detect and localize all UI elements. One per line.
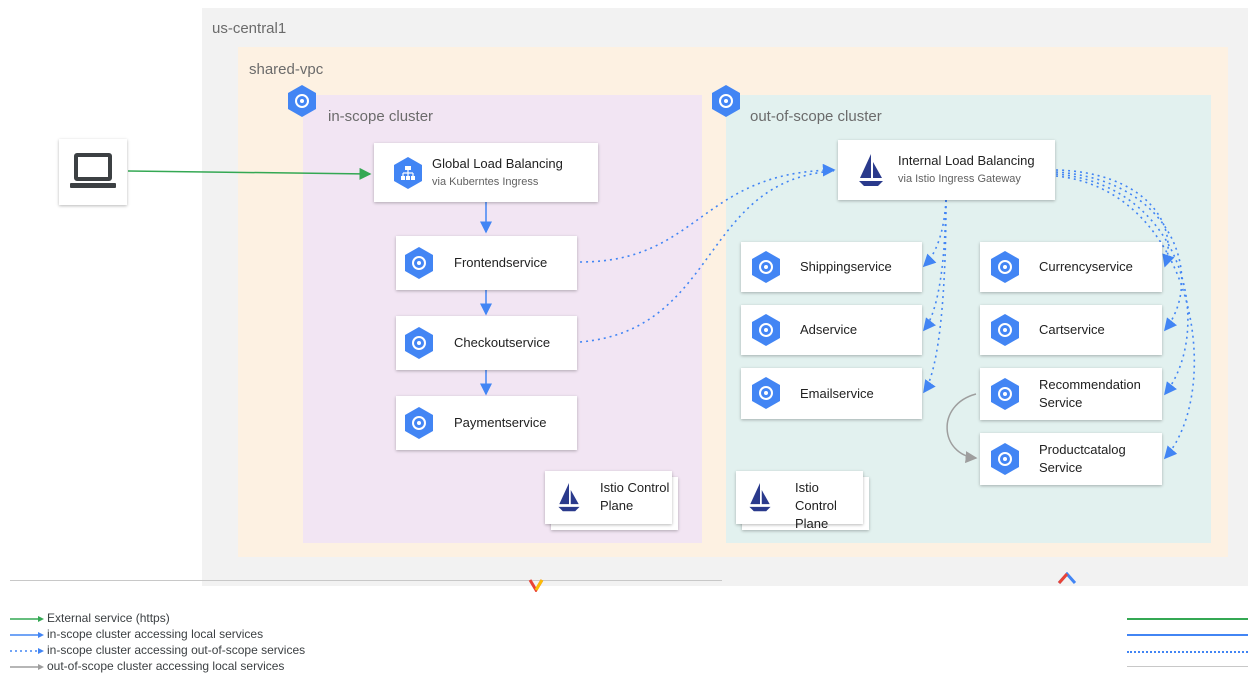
legend-label: External service (https)	[47, 611, 170, 625]
kubernetes-pod-icon	[991, 443, 1019, 475]
node-recommendationservice[interactable]: Recommendation Service	[980, 368, 1162, 420]
node-title: Frontendservice	[454, 255, 548, 270]
node-istio-control-plane-in-scope[interactable]: Istio Control Plane	[545, 471, 672, 524]
kubernetes-pod-icon	[752, 314, 780, 346]
kubernetes-pod-icon	[991, 251, 1019, 283]
node-title: Shippingservice	[800, 259, 892, 274]
node-title: Checkoutservice	[454, 335, 551, 350]
region-label: us-central1	[212, 20, 287, 37]
node-shippingservice[interactable]: Shippingservice	[741, 242, 922, 292]
node-title-line2: Plane	[795, 516, 829, 531]
node-title: Cartservice	[1039, 322, 1105, 337]
kubernetes-pod-icon	[405, 407, 433, 439]
load-balancer-icon	[394, 157, 422, 189]
node-title-line1: Productcatalog	[1039, 442, 1126, 457]
legend-line-sample-gray	[1127, 666, 1248, 667]
node-subtitle: via Istio Ingress Gateway	[898, 173, 1021, 185]
node-title: Currencyservice	[1039, 259, 1133, 274]
legend-line-sample-dotted	[1127, 651, 1248, 653]
legend-label: in-scope cluster accessing local service…	[47, 627, 264, 641]
node-frontendservice[interactable]: Frontendservice	[396, 236, 577, 290]
istio-sail-icon	[558, 483, 580, 512]
node-title: Adservice	[800, 322, 858, 337]
node-title-line2: Service	[1039, 395, 1083, 410]
node-title: Paymentservice	[454, 415, 547, 430]
node-subtitle: via Kuberntes Ingress	[432, 176, 539, 188]
node-emailservice[interactable]: Emailservice	[741, 368, 922, 419]
istio-sail-icon	[859, 154, 883, 186]
node-title: Emailservice	[800, 386, 874, 401]
node-title-line1: Istio Control	[795, 480, 837, 513]
kubernetes-cluster-icon	[288, 85, 316, 117]
kubernetes-pod-icon	[405, 247, 433, 279]
laptop-icon	[70, 153, 116, 188]
kubernetes-pod-icon	[991, 378, 1019, 410]
kubernetes-pod-icon	[752, 377, 780, 409]
legend-label: out-of-scope cluster accessing local ser…	[47, 659, 285, 673]
legend-divider	[10, 580, 722, 581]
node-paymentservice[interactable]: Paymentservice	[396, 396, 577, 450]
node-title-line1: Istio Control	[600, 480, 670, 495]
kubernetes-pod-icon	[991, 314, 1019, 346]
external-client-laptop	[59, 139, 127, 205]
node-title-line2: Service	[1039, 460, 1083, 475]
kubernetes-pod-icon	[405, 327, 433, 359]
vpc-label: shared-vpc	[249, 61, 324, 78]
node-adservice[interactable]: Adservice	[741, 305, 922, 355]
kubernetes-cluster-icon	[712, 85, 740, 117]
kubernetes-pod-icon	[752, 251, 780, 283]
node-global-load-balancing[interactable]: Global Load Balancing via Kuberntes Ingr…	[374, 143, 598, 202]
node-istio-control-plane-out-of-scope[interactable]: Istio Control Plane	[736, 471, 863, 531]
node-cartservice[interactable]: Cartservice	[980, 305, 1162, 355]
node-productcatalogservice[interactable]: Productcatalog Service	[980, 433, 1162, 485]
cloud-logo-fragment-icon	[528, 579, 544, 592]
legend-label: in-scope cluster accessing out-of-scope …	[47, 643, 306, 657]
istio-sail-icon	[749, 483, 771, 512]
node-internal-load-balancing[interactable]: Internal Load Balancing via Istio Ingres…	[838, 140, 1055, 200]
cloud-logo-fragment-icon	[1057, 572, 1077, 584]
legend-line-sample-green	[1127, 618, 1248, 620]
legend-swatch	[10, 648, 44, 654]
legend-swatch	[10, 616, 44, 622]
legend-swatch	[10, 632, 44, 638]
node-title: Internal Load Balancing	[898, 153, 1035, 168]
node-currencyservice[interactable]: Currencyservice	[980, 242, 1162, 292]
node-title: Global Load Balancing	[432, 156, 563, 171]
legend-line-sample-blue	[1127, 634, 1248, 636]
out-of-scope-cluster-label: out-of-scope cluster	[750, 108, 882, 125]
node-title-line2: Plane	[600, 498, 634, 513]
in-scope-cluster-label: in-scope cluster	[328, 108, 434, 125]
node-title-line1: Recommendation	[1039, 377, 1141, 392]
legend-swatch	[10, 664, 44, 670]
node-checkoutservice[interactable]: Checkoutservice	[396, 316, 577, 370]
